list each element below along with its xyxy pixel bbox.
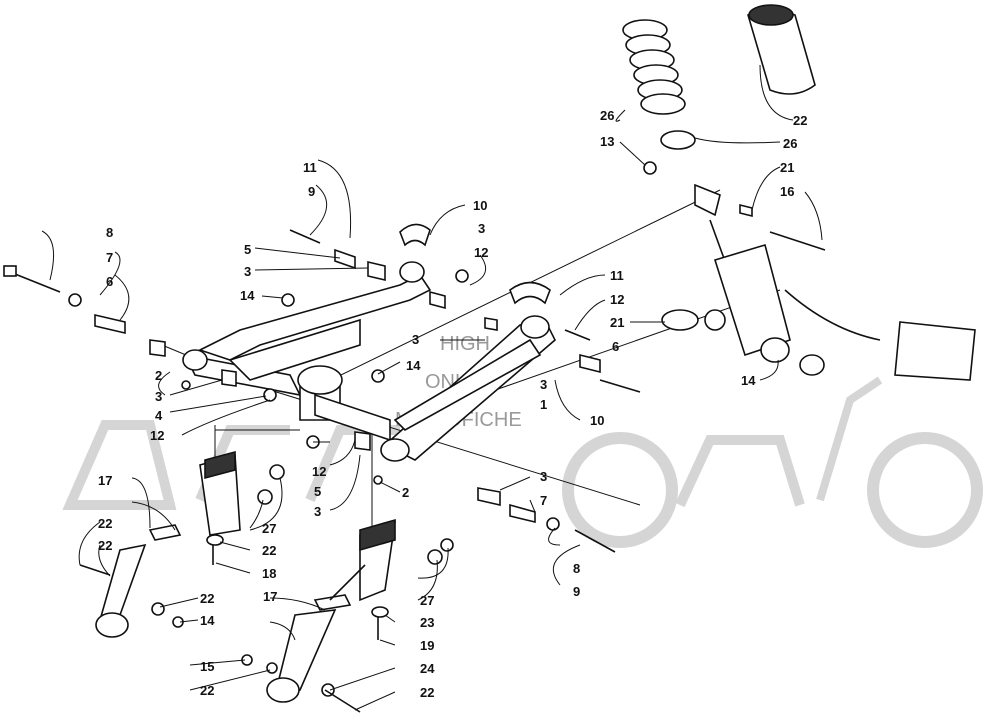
callout-3: 3 — [540, 469, 547, 484]
callout-25: 27 — [262, 521, 276, 536]
callout-12: 12 — [150, 428, 164, 443]
spring — [622, 19, 686, 115]
callout-15: 17 — [98, 473, 112, 488]
callout-3: 3 — [412, 332, 419, 347]
callout-10: 11 — [610, 268, 624, 283]
callout-8: 8 — [106, 225, 113, 240]
callout-12: 12 — [312, 464, 326, 479]
callout-14: 14 — [240, 288, 255, 303]
callout-18: 21 — [610, 315, 624, 330]
leader-lines — [41, 64, 823, 711]
callout-17: 19 — [420, 638, 434, 653]
callout-2: 2 — [402, 485, 409, 500]
callout-12: 12 — [474, 245, 488, 260]
callout-3: 3 — [155, 389, 162, 404]
callout-9: 10 — [590, 413, 604, 428]
callout-21: 22 — [420, 685, 434, 700]
callout-25: 27 — [420, 593, 434, 608]
callout-11: 12 — [610, 292, 624, 307]
callout-11: 11 — [303, 160, 317, 175]
footrest-right — [241, 518, 454, 713]
callout-3: 3 — [244, 264, 251, 279]
callout-4: 5 — [314, 484, 321, 499]
callout-13: 14 — [741, 373, 756, 388]
callout-16: 16 — [780, 184, 794, 199]
callout-22: 23 — [420, 615, 434, 630]
callout-12: 13 — [600, 134, 614, 149]
callout-23: 26 — [783, 136, 797, 151]
callout-22: 22 — [262, 543, 276, 558]
front-arm — [380, 315, 556, 462]
callout-21: 22 — [98, 516, 112, 531]
callout-5: 6 — [612, 339, 619, 354]
callout-22: 22 — [200, 591, 214, 606]
callout-22: 24 — [420, 661, 435, 676]
callout-3: 3 — [540, 377, 547, 392]
callout-14: 14 — [200, 613, 215, 628]
callout-20: 22 — [793, 113, 807, 128]
callout-5: 5 — [244, 242, 251, 257]
callout-6: 6 — [106, 274, 113, 289]
callout-3: 3 — [478, 221, 485, 236]
left-hardware — [3, 223, 469, 402]
callout-7: 7 — [106, 250, 113, 265]
callout-1: 1 — [540, 397, 547, 412]
callout-4: 4 — [155, 408, 163, 423]
callout-8: 9 — [573, 584, 580, 599]
right-hardware — [306, 281, 641, 553]
callout-22: 22 — [98, 538, 112, 553]
callout-15: 17 — [263, 589, 277, 604]
callout-7: 8 — [573, 561, 580, 576]
callout-19: 21 — [780, 160, 794, 175]
watermark-line1: HIGH — [440, 333, 490, 355]
callout-14: 15 — [200, 659, 214, 674]
callouts: 8 7 6 11 9 10 3 12 5 3 14 11 12 21 6 3 1… — [98, 108, 807, 700]
callout-17: 18 — [262, 566, 276, 581]
rear-arm-frame — [182, 261, 432, 442]
callout-10: 10 — [473, 198, 487, 213]
callout-24: 26 — [600, 108, 614, 123]
callout-22: 22 — [200, 683, 214, 698]
callout-9: 9 — [308, 184, 315, 199]
shock-absorber — [622, 4, 976, 381]
callout-2: 2 — [155, 368, 162, 383]
callout-14: 14 — [406, 358, 421, 373]
callout-3: 3 — [314, 504, 321, 519]
callout-6: 7 — [540, 493, 547, 508]
